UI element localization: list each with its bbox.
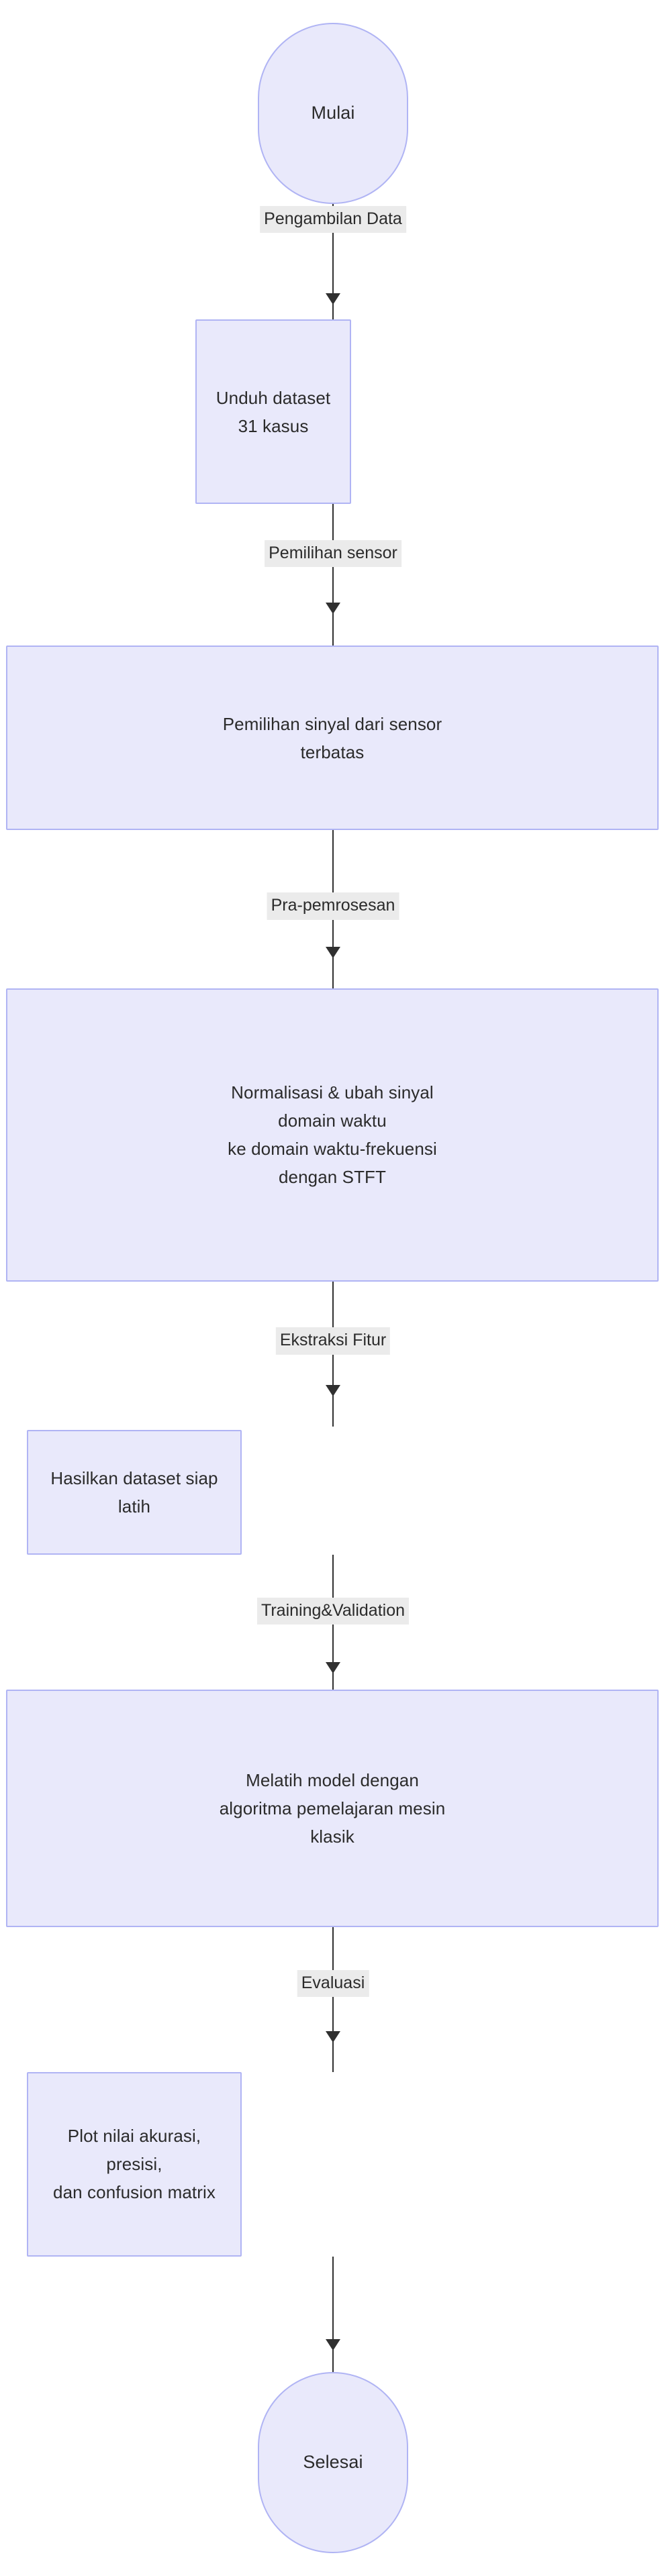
- edge-label-pemilihan-sensor: Pemilihan sensor: [265, 540, 401, 568]
- edge-label-pengambilan-data: Pengambilan Data: [260, 205, 406, 234]
- edge-start-download-line: [332, 204, 334, 379]
- node-ready-dataset[interactable]: Hasilkan dataset siap latih: [27, 1429, 242, 1555]
- edge-download-sensor-line: [332, 504, 334, 646]
- edge-download-sensor-arrowhead: [326, 603, 340, 615]
- edge-label-training-validation: Training&Validation: [256, 1597, 410, 1625]
- edge-start-download-arrowhead: [326, 293, 340, 305]
- node-preprocessing-label: Normalisasi & ubah sinyal domain waktu k…: [228, 1082, 437, 1188]
- edge-evaluate-end-arrowhead: [326, 2338, 340, 2351]
- edge-label-pra-pemrosesan: Pra-pemrosesan: [267, 892, 399, 920]
- edge-evaluate-end-line: [332, 2256, 334, 2372]
- node-end-label: Selesai: [303, 2451, 363, 2472]
- node-start-label: Mulai: [311, 103, 355, 123]
- edge-train-evaluate-line: [332, 1926, 334, 2072]
- node-end[interactable]: Selesai: [258, 2371, 408, 2553]
- node-download-dataset[interactable]: Unduh dataset 31 kasus: [195, 319, 351, 505]
- edge-train-evaluate-arrowhead: [326, 2030, 340, 2043]
- node-ready-dataset-label: Hasilkan dataset siap latih: [50, 1467, 218, 1516]
- node-train-model-label: Melatih model dengan algoritma pemelajar…: [219, 1769, 446, 1847]
- node-sensor-selection[interactable]: Pemilihan sinyal dari sensor terbatas: [6, 646, 659, 831]
- edge-dataset-train-arrowhead: [326, 1661, 340, 1673]
- node-evaluate-plot[interactable]: Plot nilai akurasi, presisi, dan confusi…: [27, 2071, 242, 2257]
- edge-preprocess-dataset-arrowhead: [326, 1385, 340, 1397]
- node-sensor-selection-label: Pemilihan sinyal dari sensor terbatas: [222, 713, 442, 762]
- edge-sensor-preprocess-arrowhead: [326, 947, 340, 959]
- edge-dataset-train-line: [332, 1555, 334, 1700]
- node-start[interactable]: Mulai: [258, 23, 408, 205]
- node-evaluate-plot-label: Plot nilai akurasi, presisi, dan confusi…: [53, 2126, 216, 2203]
- edge-label-evaluasi: Evaluasi: [297, 1969, 369, 1997]
- node-train-model[interactable]: Melatih model dengan algoritma pemelajar…: [6, 1690, 659, 1927]
- node-preprocessing[interactable]: Normalisasi & ubah sinyal domain waktu k…: [6, 988, 659, 1282]
- node-download-dataset-label: Unduh dataset 31 kasus: [216, 387, 331, 436]
- edge-label-ekstraksi-fitur: Ekstraksi Fitur: [275, 1327, 391, 1355]
